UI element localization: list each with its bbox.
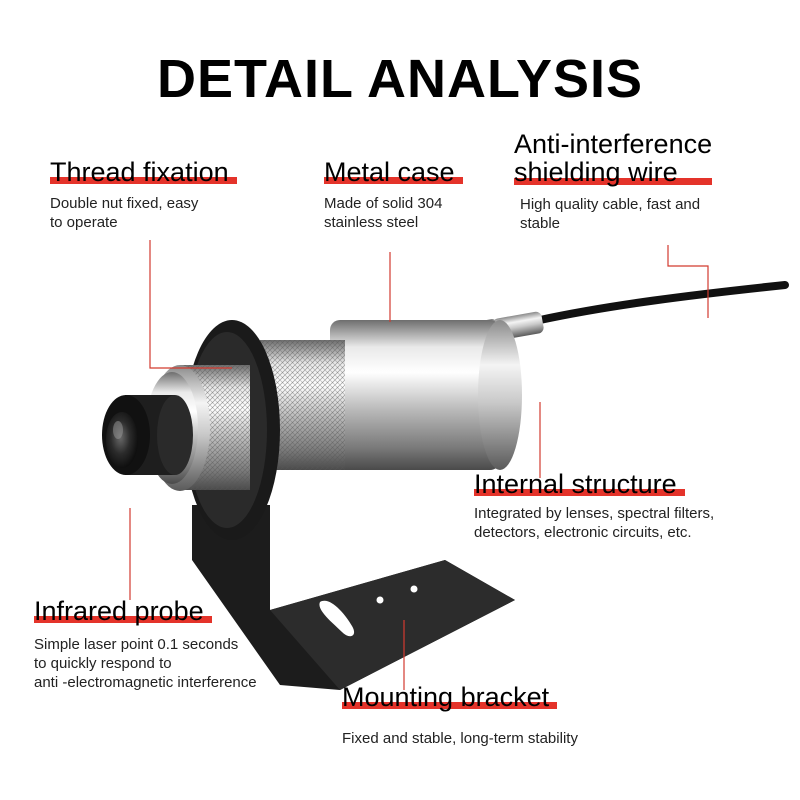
internal-structure-title: Internal structure (474, 470, 685, 498)
internal-desc-line-1: Integrated by lenses, spectral filters, (474, 505, 715, 523)
feature-metal-case: Metal case Made of solid 304 stainless s… (324, 158, 463, 232)
feature-thread-fixation: Thread fixation Double nut fixed, easy t… (50, 158, 237, 232)
metal-desc-line-1: Made of solid 304 (324, 195, 443, 213)
wire-desc-line-2: stable (520, 214, 561, 232)
shielding-cable (476, 281, 789, 349)
wire-desc-line-1: High quality cable, fast and (520, 195, 701, 213)
wire-title-line-1: Anti-interference (514, 129, 713, 159)
bracket-shape (192, 505, 515, 690)
feature-shielding-wire: Anti-interference shielding wire High qu… (514, 130, 712, 233)
page-title: DETAIL ANALYSIS (156, 49, 644, 109)
internal-desc-line-2: detectors, electronic circuits, etc. (474, 524, 692, 542)
feature-infrared-probe: Infrared probe Simple laser point 0.1 se… (34, 597, 257, 692)
thread-leader-line (149, 240, 232, 369)
mounting-bracket-desc: Fixed and stable, long-term stability (342, 729, 578, 748)
metal-case-shape (260, 320, 522, 470)
infrared-lens (102, 395, 193, 475)
infrared-probe-desc: Simple laser point 0.1 seconds to quickl… (34, 635, 257, 692)
metal-case-title: Metal case (324, 158, 463, 186)
feature-mounting-bracket: Mounting bracket Fixed and stable, long-… (342, 683, 578, 748)
infrared-probe-title: Infrared probe (34, 597, 212, 625)
probe-desc-line-1: Simple laser point 0.1 seconds (34, 636, 239, 654)
wire-title-line-2: shielding wire (514, 158, 712, 187)
thread-desc-line-2: to operate (50, 214, 118, 232)
bracket-desc-line-1: Fixed and stable, long-term stability (342, 730, 578, 748)
internal-structure-desc: Integrated by lenses, spectral filters, … (474, 504, 714, 542)
metal-desc-line-2: stainless steel (324, 214, 419, 232)
probe-desc-line-3: anti -electromagnetic interference (34, 674, 257, 692)
mounting-bracket-title: Mounting bracket (342, 683, 558, 711)
thread-fixation-desc: Double nut fixed, easy to operate (50, 194, 233, 232)
feature-internal-structure: Internal structure Integrated by lenses,… (474, 470, 714, 542)
wire-leader-line (667, 245, 709, 318)
thread-fixation-title: Thread fixation (50, 158, 237, 186)
probe-desc-line-2: to quickly respond to (34, 655, 172, 673)
leader-lines (129, 240, 709, 690)
metal-case-desc: Made of solid 304 stainless steel (324, 194, 459, 232)
wire-desc: High quality cable, fast and stable (520, 195, 712, 233)
thread-desc-line-1: Double nut fixed, easy (50, 195, 199, 213)
